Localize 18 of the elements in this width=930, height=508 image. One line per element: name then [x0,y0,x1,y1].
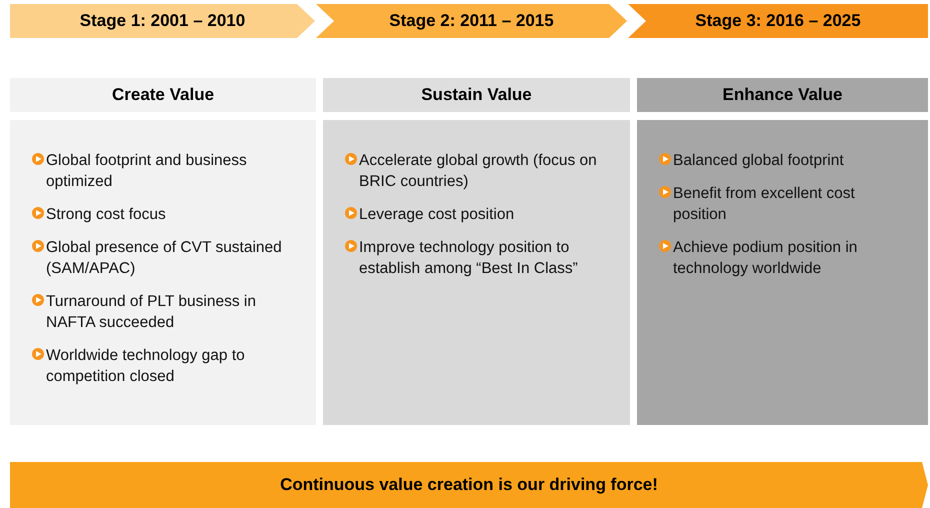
bullet-text: Achieve podium position in technology worldwide [673,238,858,279]
bullet-text: Worldwide technology gap to competition closed [46,346,246,387]
stage-label: Stage 3: 2016 – 2025 [695,11,861,31]
stage-label: Stage 2: 2011 – 2015 [389,11,554,31]
column-header: Create Value [10,78,316,112]
bullet-text: Global presence of CVT sustained (SAM/APAC) [46,238,283,279]
bullet-text: Benefit from excellent cost position [673,184,856,225]
bullet-text: Improve technology position to establish among “Best In Class” [359,238,579,279]
bullet-text: Balanced global footprint [673,151,844,171]
column-header: Sustain Value [323,78,630,112]
bullet-text: Strong cost focus [46,205,166,225]
bullet-text: Accelerate global growth (focus on BRIC countries) [359,151,598,192]
column-header: Enhance Value [637,78,928,112]
bullet-text: Leverage cost position [359,205,514,225]
bullet-text: Global footprint and business optimized [46,151,248,192]
bullet-text: Turnaround of PLT business in NAFTA succeeded [46,292,257,333]
stage-label: Stage 1: 2001 – 2010 [80,11,246,31]
slogan-text: Continuous value creation is our driving force! [280,475,658,495]
